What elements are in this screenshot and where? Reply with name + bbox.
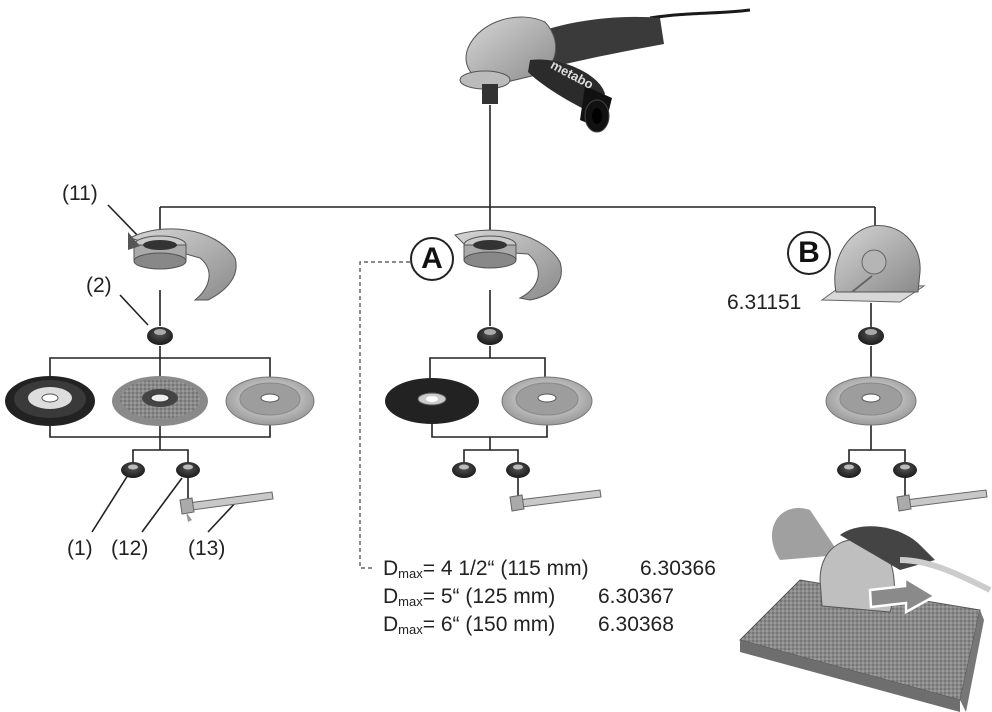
label-flange-2: (2) bbox=[86, 274, 112, 297]
angle-grinder-image: metabo bbox=[459, 8, 751, 133]
guard-a-image bbox=[454, 229, 562, 301]
spec-part-1: 6.30366 bbox=[640, 557, 716, 580]
spec-size: = 6“ (150 mm) bbox=[422, 613, 556, 636]
label-nut-12: (12) bbox=[111, 537, 149, 560]
spec-row-2: Dmax= 5“ (125 mm) bbox=[383, 586, 555, 608]
support-flange-middle bbox=[477, 327, 503, 345]
grinding-disc bbox=[5, 376, 95, 426]
diamond-disc-left bbox=[225, 376, 315, 426]
variant-b-badge: B bbox=[787, 231, 831, 275]
clamping-nut-left bbox=[121, 462, 145, 478]
dashed-leader-a bbox=[359, 261, 410, 569]
spec-row-3: Dmax= 6“ (150 mm) bbox=[383, 614, 555, 636]
label-spanner-13: (13) bbox=[188, 537, 226, 560]
spec-d: D bbox=[383, 613, 399, 636]
diamond-disc-right bbox=[825, 376, 917, 426]
spec-d: D bbox=[383, 557, 399, 580]
connector-lines bbox=[49, 105, 906, 533]
cutting-guard-b-image bbox=[820, 225, 926, 303]
clamping-nut-middle bbox=[452, 462, 476, 478]
quick-nut-left bbox=[176, 462, 200, 478]
quick-nut-middle bbox=[506, 462, 530, 478]
part-no-b: 6.31151 bbox=[727, 291, 802, 314]
spec-d: D bbox=[383, 585, 399, 608]
spec-part-3: 6.30368 bbox=[598, 613, 674, 636]
spanner-middle bbox=[509, 489, 602, 512]
label-guard-11: (11) bbox=[62, 182, 98, 205]
spec-sub: max bbox=[398, 566, 423, 581]
spec-sub: max bbox=[398, 622, 423, 637]
spec-size: = 5“ (125 mm) bbox=[422, 585, 556, 608]
support-flange-left bbox=[147, 327, 173, 345]
spanner-right bbox=[896, 489, 988, 512]
clamping-nut-right bbox=[837, 462, 861, 478]
spec-size: = 4 1/2“ (115 mm) bbox=[422, 557, 589, 580]
spec-sub: max bbox=[398, 594, 423, 609]
spec-part-2: 6.30367 bbox=[598, 585, 674, 608]
diamond-disc-middle bbox=[501, 376, 593, 426]
variant-a-badge: A bbox=[410, 237, 454, 281]
usage-illustration bbox=[739, 508, 992, 712]
spec-row-1: Dmax= 4 1/2“ (115 mm) bbox=[383, 558, 589, 580]
flap-disc bbox=[112, 376, 208, 426]
label-nut-1: (1) bbox=[67, 537, 93, 560]
cutting-disc bbox=[385, 378, 479, 424]
support-flange-right bbox=[858, 327, 884, 345]
spanner-left bbox=[179, 491, 274, 522]
quick-nut-right bbox=[893, 462, 917, 478]
standard-guard-image bbox=[128, 228, 237, 301]
